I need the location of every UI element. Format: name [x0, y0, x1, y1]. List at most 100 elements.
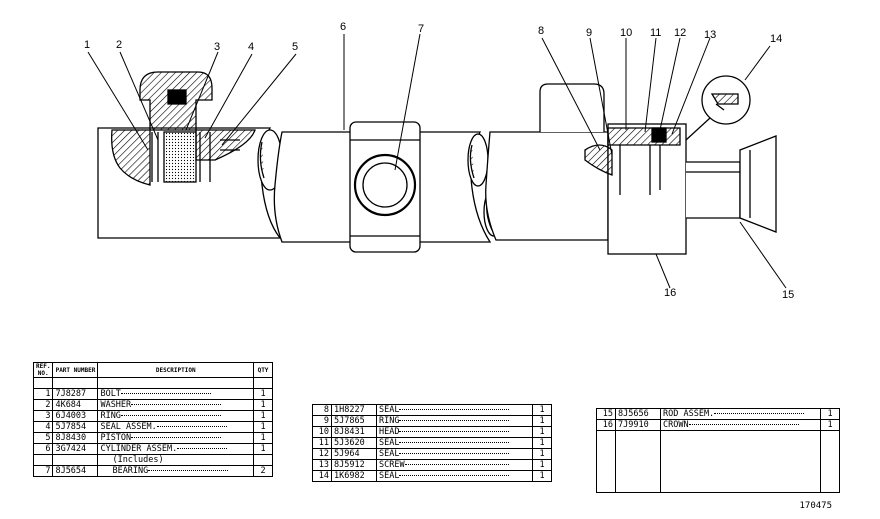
quantity: 1 — [532, 415, 552, 427]
part-number: 8J8431 — [331, 426, 377, 438]
callout-3: 3 — [214, 41, 221, 53]
ref-no: 13 — [312, 459, 332, 471]
part-number: 8J5912 — [331, 459, 377, 471]
callout-7: 7 — [418, 23, 425, 35]
part-number: 5J7865 — [331, 415, 377, 427]
description: HEAD — [379, 427, 400, 437]
ref-no: 9 — [312, 415, 332, 427]
ref-header: REF. NO. — [32, 362, 54, 378]
ref-no: 4 — [32, 421, 54, 433]
ref-no: 11 — [312, 437, 332, 449]
description: PISTON — [100, 433, 132, 443]
part-number: 5J3620 — [331, 437, 377, 449]
description: SEAL — [379, 449, 400, 459]
callout-8: 8 — [538, 25, 545, 37]
quantity: 1 — [532, 404, 552, 416]
part-number: 8J5656 — [615, 408, 661, 420]
quantity: 1 — [253, 421, 273, 433]
quantity: 1 — [820, 408, 840, 420]
callout-9: 9 — [586, 27, 593, 39]
callout-2: 2 — [116, 39, 123, 51]
quantity: 1 — [253, 388, 273, 400]
ref-no: 15 — [596, 408, 616, 420]
ref-no: 14 — [312, 470, 332, 482]
ref-no: 10 — [312, 426, 332, 438]
description: SEAL — [379, 405, 400, 415]
quantity: 1 — [253, 443, 273, 455]
part-number: 1H8227 — [331, 404, 377, 416]
quantity: 1 — [253, 399, 273, 411]
right-barrel — [485, 75, 777, 255]
illustration-number: 170475 — [799, 501, 832, 511]
description: CROWN — [663, 420, 689, 430]
quantity: 1 — [820, 419, 840, 431]
description: SEAL ASSEM. — [100, 422, 157, 432]
ref-no: 16 — [596, 419, 616, 431]
part-number: 3G7424 — [52, 443, 99, 455]
ref-no: 5 — [32, 432, 54, 444]
quantity: 1 — [532, 470, 552, 482]
quantity: 1 — [532, 426, 552, 438]
callout-1: 1 — [84, 39, 91, 51]
part-number: 6J4003 — [52, 410, 99, 422]
ref-no: 2 — [32, 399, 54, 411]
callout-16: 16 — [664, 287, 677, 299]
ref-no: 8 — [312, 404, 332, 416]
description: BEARING — [112, 466, 149, 476]
part-number: 1K6982 — [331, 470, 377, 482]
left-barrel — [97, 71, 299, 239]
ref-no: 6 — [32, 443, 54, 455]
quantity: 1 — [253, 432, 273, 444]
part-number: 7J8287 — [52, 388, 99, 400]
description: CYLINDER ASSEM. — [100, 444, 178, 454]
callout-4: 4 — [248, 41, 255, 53]
part-number: 7J9910 — [615, 419, 661, 431]
desc-header: DESCRIPTION — [97, 362, 254, 378]
description: RING — [100, 411, 121, 421]
cylinder-exploded-diagram — [87, 33, 787, 289]
callout-12: 12 — [674, 27, 687, 39]
part-number: 8J5654 — [52, 465, 99, 477]
parts-table-1: REF. NO. PART NUMBER DESCRIPTION QTY 1 7J… — [32, 362, 273, 477]
callout-15: 15 — [782, 289, 795, 301]
callout-5: 5 — [292, 41, 299, 53]
table-row — [596, 430, 840, 493]
table-row: (Includes) — [32, 454, 273, 466]
includes-note: (Includes) — [112, 455, 164, 465]
table-header: REF. NO. PART NUMBER DESCRIPTION QTY — [32, 362, 273, 378]
callout-13: 13 — [704, 29, 717, 41]
middle-tube — [273, 121, 505, 253]
part-header: PART NUMBER — [52, 362, 99, 378]
quantity: 1 — [532, 448, 552, 460]
callout-11: 11 — [650, 27, 662, 39]
callout-10: 10 — [620, 27, 633, 39]
callout-6: 6 — [340, 21, 347, 33]
callout-14: 14 — [770, 33, 783, 45]
part-number: 4K684 — [52, 399, 99, 411]
ref-no: 3 — [32, 410, 54, 422]
leader-lines — [87, 33, 787, 289]
ref-no: 7 — [32, 465, 54, 477]
description: ROD ASSEM. — [663, 409, 715, 419]
quantity: 1 — [532, 459, 552, 471]
quantity: 1 — [532, 437, 552, 449]
description: WASHER — [100, 400, 132, 410]
description: BOLT — [100, 389, 121, 399]
part-number: 5J7854 — [52, 421, 99, 433]
description: SCREW — [379, 460, 405, 470]
